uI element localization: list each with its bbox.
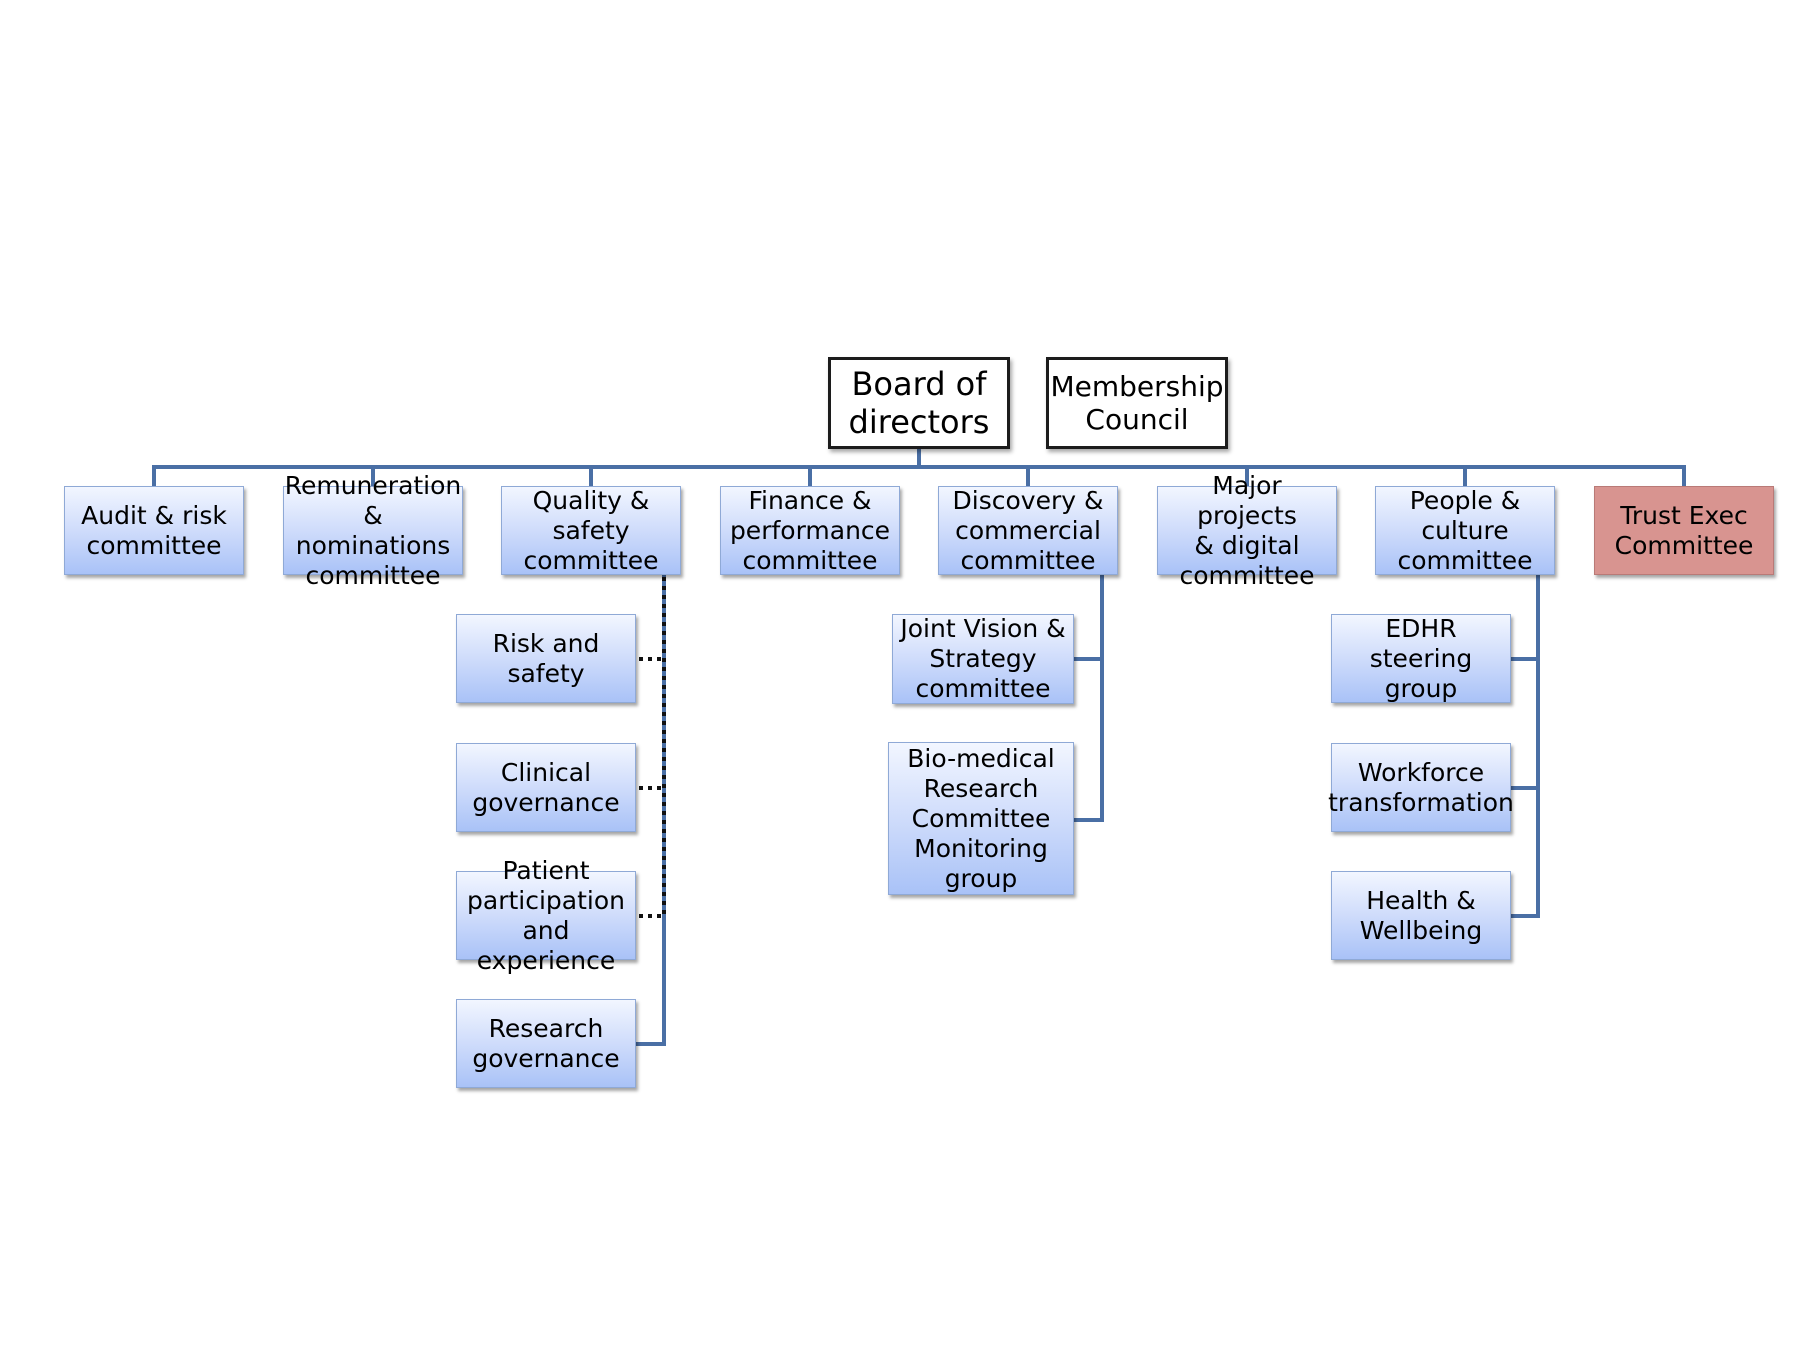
edhr-steering-group-box: EDHR steering group — [1331, 614, 1511, 703]
subgroup-label: Clinical governance — [472, 757, 620, 817]
membership-council-label: Membership Council — [1050, 370, 1224, 436]
patient-participation-box: Patient participation and experience — [456, 856, 636, 975]
research-governance-box: Research governance — [456, 999, 636, 1088]
major-projects-digital-committee-box: Major projects & digital committee — [1157, 471, 1337, 590]
committee-label: People & culture committee — [1397, 485, 1533, 575]
subgroup-label: Joint Vision & Strategy committee — [900, 614, 1066, 703]
subgroup-label: Bio-medical Research Committee Monitorin… — [907, 743, 1055, 893]
committee-label: Major projects & digital committee — [1179, 470, 1315, 590]
board-of-directors-box: Board of directors — [828, 357, 1010, 449]
committee-label: Discovery & commercial committee — [952, 485, 1104, 575]
finance-performance-committee-box: Finance & performance committee — [720, 486, 900, 575]
subgroup-label: Patient participation and experience — [467, 855, 625, 975]
committee-label: Audit & risk committee — [81, 500, 227, 560]
trust-exec-committee-box: Trust Exec Committee — [1594, 486, 1774, 575]
health-wellbeing-box: Health & Wellbeing — [1331, 871, 1511, 960]
remuneration-nominations-committee-box: Remuneration & nominations committee — [283, 471, 463, 590]
quality-safety-committee-box: Quality & safety committee — [501, 486, 681, 575]
membership-council-box: Membership Council — [1046, 357, 1228, 449]
committee-label: Finance & performance committee — [729, 485, 891, 575]
committee-label: Remuneration & nominations committee — [284, 470, 462, 590]
clinical-governance-box: Clinical governance — [456, 743, 636, 832]
workforce-transformation-box: Workforce transformation — [1328, 743, 1514, 832]
subgroup-label: Risk and safety — [492, 628, 600, 688]
biomedical-research-monitoring-box: Bio-medical Research Committee Monitorin… — [888, 742, 1074, 895]
committee-label: Trust Exec Committee — [1614, 500, 1754, 560]
risk-and-safety-box: Risk and safety — [456, 614, 636, 703]
board-of-directors-label: Board of directors — [848, 365, 990, 441]
audit-risk-committee-box: Audit & risk committee — [64, 486, 244, 575]
people-culture-committee-box: People & culture committee — [1375, 486, 1555, 575]
committee-label: Quality & safety committee — [523, 485, 659, 575]
discovery-commercial-committee-box: Discovery & commercial committee — [938, 486, 1118, 575]
subgroup-label: Research governance — [472, 1013, 620, 1073]
subgroup-label: EDHR steering group — [1369, 613, 1473, 703]
joint-vision-strategy-box: Joint Vision & Strategy committee — [892, 614, 1074, 704]
subgroup-label: Health & Wellbeing — [1359, 885, 1483, 945]
subgroup-label: Workforce transformation — [1328, 757, 1514, 817]
